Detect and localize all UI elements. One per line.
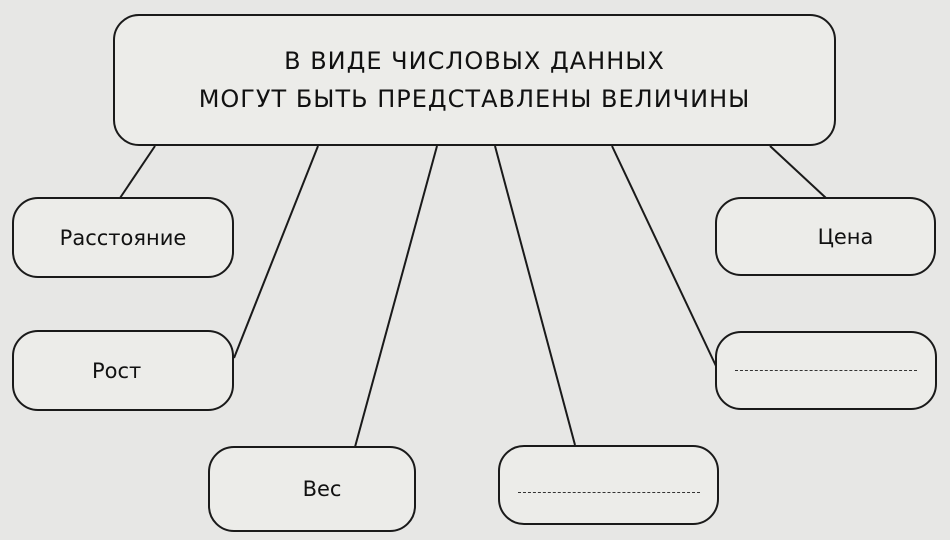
root-line-2: МОГУТ БЫТЬ ПРЕДСТАВЛЕНЫ ВЕЛИЧИНЫ [198, 85, 751, 113]
link-blank-right [611, 145, 717, 367]
node-distance: Расстояние [12, 197, 234, 278]
root-line-1: В ВИДЕ ЧИСЛОВЫХ ДАННЫХ [284, 47, 665, 75]
link-weight [354, 145, 438, 448]
answer-blank-line[interactable] [517, 491, 700, 493]
node-blank-right[interactable] [715, 331, 937, 410]
answer-blank-line[interactable] [735, 370, 917, 371]
node-price: Цена [715, 197, 936, 276]
node-price-label: Цена [817, 224, 874, 249]
node-distance-label: Расстояние [59, 225, 187, 250]
node-weight: Вес [208, 446, 416, 532]
root-node: В ВИДЕ ЧИСЛОВЫХ ДАННЫХ МОГУТ БЫТЬ ПРЕДСТ… [113, 14, 836, 146]
link-price [769, 145, 827, 199]
link-distance [119, 145, 156, 199]
node-height: Рост [12, 330, 234, 411]
link-height [233, 145, 319, 359]
node-height-label: Рост [92, 358, 142, 383]
link-blank-bottom [494, 145, 576, 446]
node-weight-label: Вес [302, 477, 342, 501]
node-blank-bottom[interactable] [498, 445, 719, 525]
